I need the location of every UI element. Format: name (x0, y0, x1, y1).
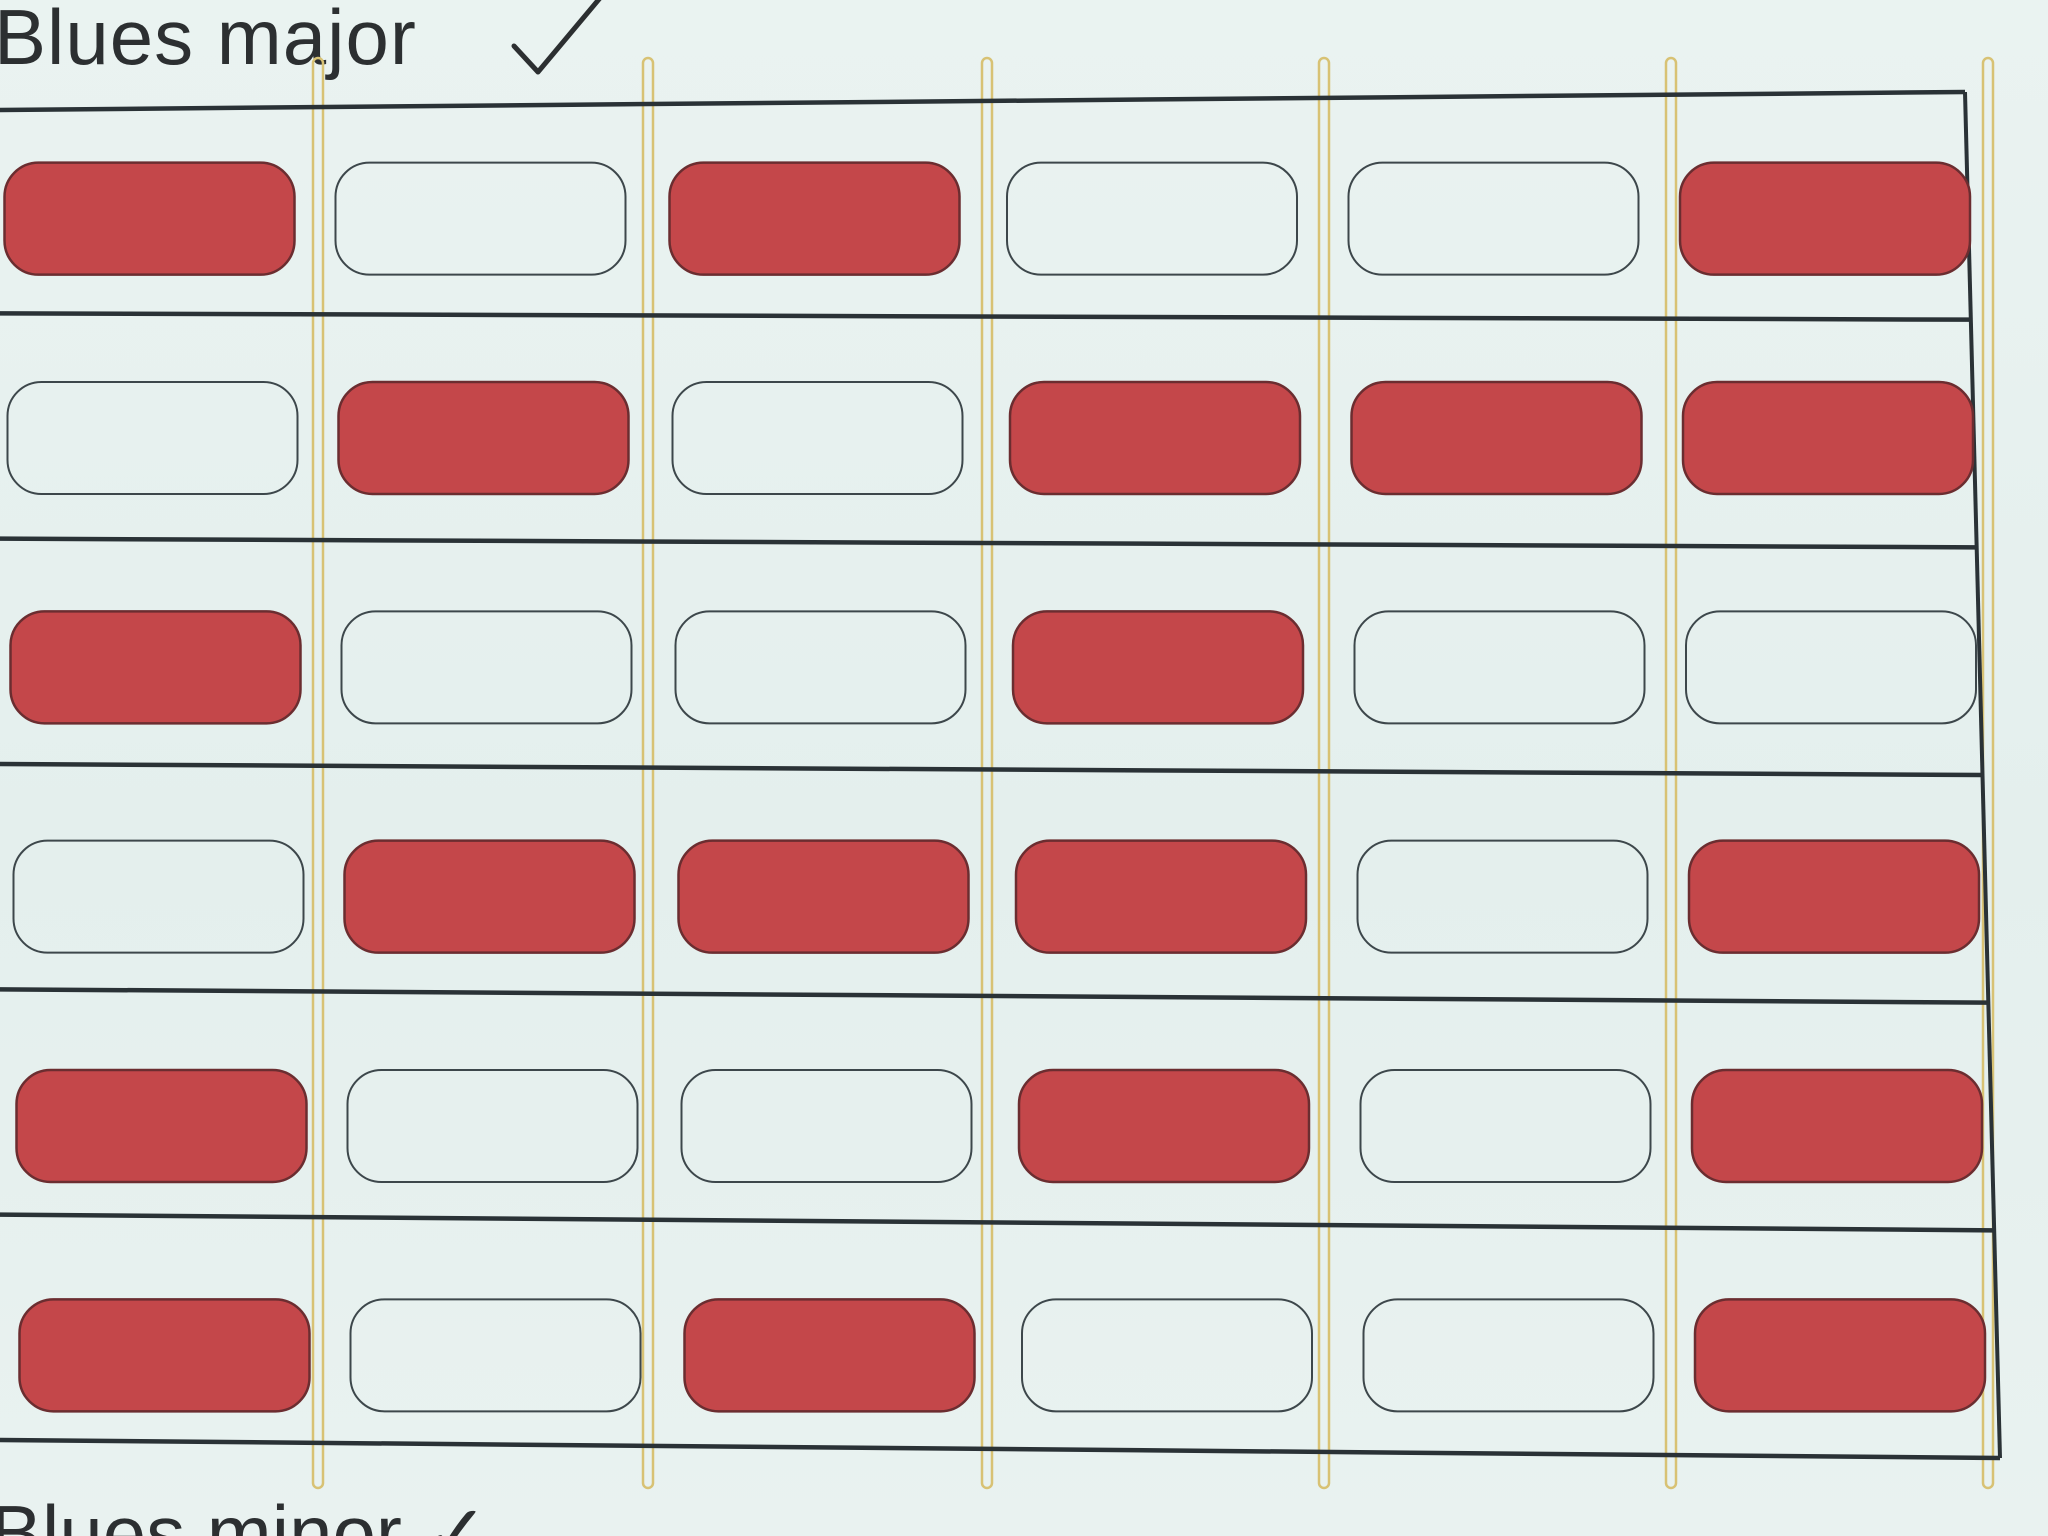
note-cell-empty[interactable] (1359, 1069, 1652, 1183)
note-cell-empty[interactable] (1356, 839, 1649, 954)
note-cell-empty[interactable] (674, 610, 967, 725)
note-cell-empty[interactable] (349, 1298, 642, 1413)
note-cell-empty[interactable] (1006, 161, 1298, 276)
fret-wire (980, 56, 994, 1490)
scale-title: Blues major (0, 0, 417, 81)
note-cells (3, 161, 1987, 1413)
note-cell-filled[interactable] (668, 161, 961, 276)
string-line (0, 311, 1971, 322)
note-cell-filled[interactable] (3, 161, 296, 276)
note-cell-filled[interactable] (15, 1068, 308, 1184)
note-cell-filled[interactable] (9, 610, 302, 725)
note-cell-empty[interactable] (334, 161, 627, 276)
note-cell-empty[interactable] (340, 610, 633, 725)
note-cell-empty[interactable] (6, 381, 299, 495)
string-line (0, 536, 1977, 550)
note-cell-filled[interactable] (343, 839, 636, 954)
string-lines (0, 89, 2002, 1461)
fret-wire (1981, 56, 1995, 1490)
note-cell-filled[interactable] (683, 1298, 976, 1413)
next-scale-heading: Blues minor ✓ (0, 1489, 489, 1536)
note-cell-filled[interactable] (1011, 610, 1305, 725)
string-line (0, 1212, 1995, 1233)
note-cell-filled[interactable] (1017, 1068, 1311, 1184)
string-line (0, 987, 1989, 1005)
note-cell-empty[interactable] (1362, 1298, 1655, 1413)
note-cell-filled[interactable] (1693, 1298, 1987, 1413)
note-cell-filled[interactable] (677, 839, 970, 954)
note-cell-filled[interactable] (1681, 380, 1975, 496)
string-line (0, 1437, 2001, 1461)
note-cell-empty[interactable] (1347, 161, 1640, 276)
note-cell-filled[interactable] (1690, 1068, 1984, 1184)
fret-wire (311, 56, 325, 1490)
note-cell-filled[interactable] (18, 1298, 311, 1413)
note-cell-filled[interactable] (1678, 161, 1972, 276)
note-cell-filled[interactable] (337, 380, 630, 496)
note-cell-filled[interactable] (1014, 839, 1308, 954)
note-cell-filled[interactable] (1350, 380, 1643, 496)
note-cell-empty[interactable] (680, 1069, 973, 1183)
note-cell-filled[interactable] (1687, 839, 1981, 954)
note-cell-empty[interactable] (1353, 610, 1646, 725)
note-cell-empty[interactable] (346, 1069, 639, 1183)
note-cell-empty[interactable] (1685, 610, 1977, 725)
note-cell-empty[interactable] (12, 839, 305, 954)
string-line (0, 89, 1966, 113)
note-cell-filled[interactable] (1008, 380, 1302, 496)
note-cell-empty[interactable] (1021, 1298, 1313, 1413)
note-cell-empty[interactable] (671, 381, 964, 495)
fret-wire (641, 56, 655, 1490)
string-line (0, 761, 1983, 778)
checkmark-icon (511, 0, 602, 75)
right-border (1963, 91, 2002, 1459)
